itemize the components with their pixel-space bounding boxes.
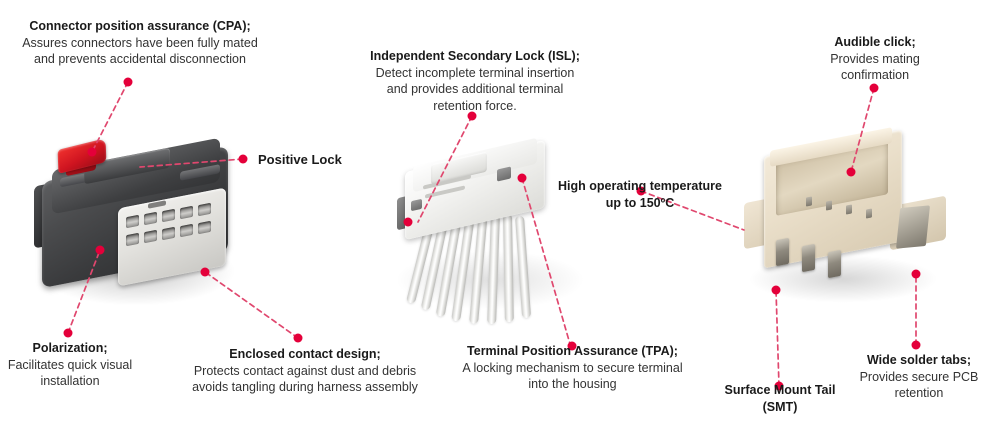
callout-solder-tabs-line-2: retention (894, 386, 944, 401)
callout-cpa: Connector position assurance (CPA); Assu… (10, 18, 270, 68)
callout-enclosed-contact-title: Enclosed contact design; (229, 347, 381, 361)
callout-smt-line-2: (SMT) (762, 399, 798, 414)
surface-mount-tail (828, 249, 841, 279)
callout-dot-audible-click[interactable] (869, 83, 879, 93)
callout-isl: Independent Secondary Lock (ISL); Detect… (350, 48, 600, 115)
callout-enclosed-contact-line-1: Protects contact against dust and debris (193, 363, 417, 378)
callout-polarization: Polarization; Facilitates quick visual i… (0, 340, 140, 390)
anchor-dot-isl[interactable] (403, 217, 413, 227)
callout-dot-high-temp[interactable] (636, 186, 646, 196)
wide-solder-tab (895, 205, 931, 249)
callout-high-temp-line-1: High operating temperature (558, 179, 722, 193)
anchor-dot-solder-tabs[interactable] (911, 269, 921, 279)
anchor-dot-tpa[interactable] (517, 173, 527, 183)
callout-dot-solder-tabs[interactable] (911, 340, 921, 350)
header-pin (846, 204, 852, 215)
callout-solder-tabs-line-1: Provides secure PCB (859, 369, 979, 384)
callout-isl-line-1: Detect incomplete terminal insertion (375, 65, 575, 80)
callout-tpa: Terminal Position Assurance (TPA); A loc… (450, 343, 695, 393)
callout-smt-line-1: Surface Mount Tail (724, 383, 836, 397)
callout-cpa-title: Connector position assurance (CPA); (29, 19, 251, 33)
callout-audible-click-line-2: confirmation (840, 68, 910, 83)
surface-mount-tail (802, 243, 815, 273)
callout-tpa-line-1: A locking mechanism to secure terminal (462, 360, 683, 375)
callout-enclosed-contact: Enclosed contact design; Protects contac… (180, 346, 430, 396)
callout-isl-line-2: and provides additional terminal (386, 82, 564, 97)
header-pin (826, 200, 832, 211)
callout-polarization-line-2: installation (40, 374, 100, 389)
callout-high-temp: High operating temperature up to 150ºC (550, 178, 730, 211)
left-connector-image (30, 137, 245, 325)
callout-isl-title: Independent Secondary Lock (ISL); (370, 49, 580, 63)
callout-dot-smt[interactable] (774, 381, 784, 391)
callout-dot-enclosed-contact[interactable] (293, 333, 303, 343)
callout-enclosed-contact-line-2: avoids tangling during harness assembly (192, 380, 418, 395)
callout-positive-lock: Positive Lock (258, 151, 378, 168)
anchor-dot-cpa[interactable] (87, 147, 97, 157)
anchor-dot-enclosed-contact[interactable] (200, 267, 210, 277)
callout-audible-click-line-1: Provides mating (830, 51, 920, 66)
callout-dot-isl[interactable] (467, 111, 477, 121)
callout-dot-polarization[interactable] (63, 328, 73, 338)
header-pin (866, 208, 872, 219)
callout-smt: Surface Mount Tail (SMT) (700, 382, 860, 415)
header-pin (806, 196, 812, 207)
callout-audible-click: Audible click; Provides mating confirmat… (800, 34, 950, 84)
callout-tpa-title: Terminal Position Assurance (TPA); (467, 344, 678, 358)
callout-isl-line-3: retention force. (433, 98, 517, 113)
callout-positive-lock-title: Positive Lock (258, 152, 342, 167)
anchor-dot-polarization[interactable] (95, 245, 105, 255)
callout-high-temp-line-2: up to 150ºC (605, 195, 675, 210)
anchor-dot-smt[interactable] (771, 285, 781, 295)
callout-polarization-title: Polarization; (32, 341, 108, 355)
callout-dot-tpa[interactable] (567, 341, 577, 351)
callout-audible-click-title: Audible click; (834, 35, 916, 49)
callout-tpa-line-2: into the housing (528, 377, 617, 392)
surface-mount-tail (776, 237, 789, 267)
callout-cpa-line-2: and prevents accidental disconnection (34, 52, 246, 67)
anchor-dot-audible-click[interactable] (846, 167, 856, 177)
callout-polarization-line-1: Facilitates quick visual (7, 357, 133, 372)
callout-solder-tabs: Wide solder tabs; Provides secure PCB re… (856, 352, 982, 402)
right-connector-image (740, 127, 955, 310)
callout-cpa-line-1: Assures connectors have been fully mated (22, 35, 258, 50)
callout-dot-positive-lock[interactable] (238, 154, 248, 164)
callout-solder-tabs-title: Wide solder tabs; (866, 353, 972, 367)
callout-dot-cpa[interactable] (123, 77, 133, 87)
harness-wire (503, 213, 514, 323)
